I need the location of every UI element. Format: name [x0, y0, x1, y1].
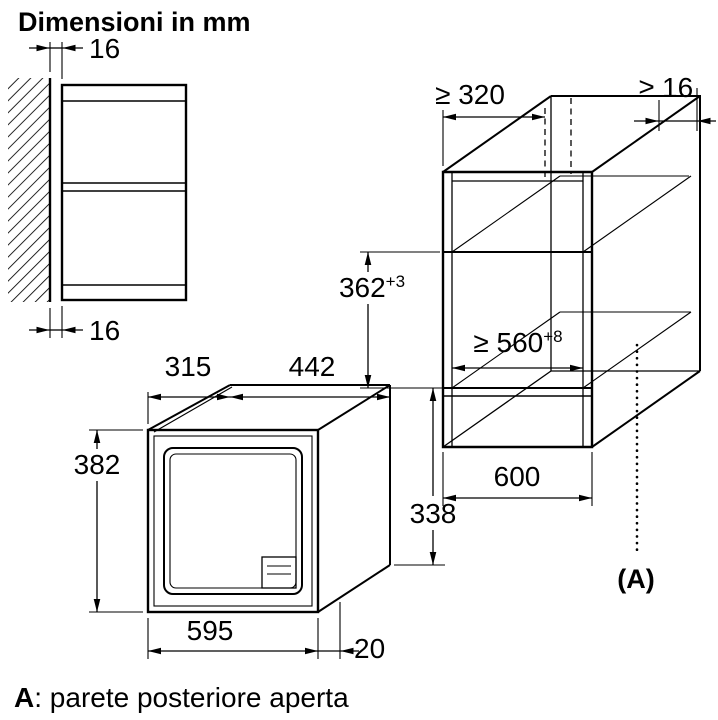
wall-gap-top-dim: 16	[89, 33, 120, 64]
appliance-frame-width-dim: 595	[187, 615, 234, 646]
appliance-frame-height-dimension: 382	[74, 429, 143, 613]
page-title: Dimensioni in mm	[18, 7, 251, 37]
niche-width-dim: ≥ 560+8	[473, 327, 562, 358]
caption-label: A	[14, 682, 34, 713]
appliance-top-dimensions: 315 442	[147, 351, 390, 424]
niche-height-dimension: 362+3	[339, 251, 440, 389]
appliance-depth-dim: 315	[165, 351, 212, 382]
microwave-display	[261, 556, 297, 589]
appliance-top-width-dim: 442	[289, 351, 336, 382]
microwave-drawing: 315 442 382 338 595 20	[74, 351, 457, 664]
appliance-bottom-dimensions: 595 20	[147, 602, 385, 664]
cabinet-drawing: ≥ 320 ≥ 16 362+3 ≥ 560+8	[339, 72, 716, 594]
caption-text: : parete posteriore aperta	[34, 682, 349, 713]
appliance-body-height-dimension: 338	[394, 387, 457, 566]
wall-gap-top-dimension: 16	[29, 33, 120, 79]
cabinet-width-dimension: 600	[442, 452, 593, 506]
microwave-front-frame	[146, 428, 320, 614]
cabinet-width-dim: 600	[494, 461, 541, 492]
caption: A: parete posteriore aperta	[14, 682, 349, 713]
appliance-body-height-dim: 338	[410, 498, 457, 529]
niche-width-dimension: ≥ 560+8	[452, 327, 583, 372]
rear-panel-label: (A)	[617, 564, 654, 594]
niche-rear-gap-dimension: ≥ 16	[634, 72, 716, 131]
wall-gap-bottom-dim: 16	[89, 315, 120, 346]
niche-depth-dimension: ≥ 320	[435, 79, 545, 166]
appliance-frame-depth-dim: 20	[354, 633, 385, 664]
niche-depth-dim: ≥ 320	[435, 79, 505, 110]
wall-gap-bottom-dimension: 16	[29, 306, 120, 346]
wall-hatch	[8, 78, 50, 302]
cabinet-side-section	[60, 83, 188, 302]
microwave-door-window	[163, 447, 303, 595]
wall-section-drawing: 16 16	[8, 33, 188, 346]
appliance-frame-height-dim: 382	[74, 449, 121, 480]
niche-rear-gap-dim: ≥ 16	[639, 72, 693, 103]
niche-height-dim: 362+3	[339, 272, 405, 303]
